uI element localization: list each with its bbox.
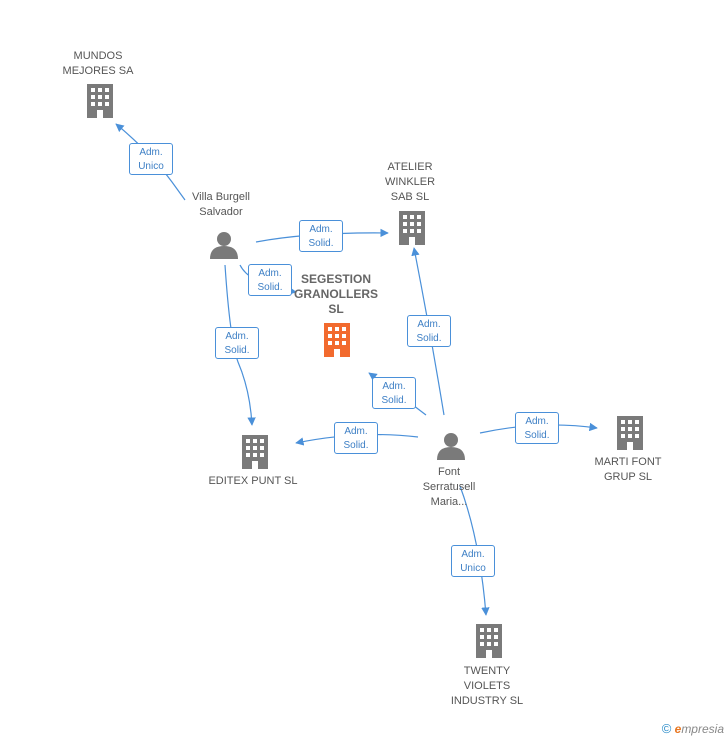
edge-label-line: Adm.	[525, 416, 549, 427]
building-icon-segestion[interactable]	[324, 323, 350, 357]
node-label-martifont[interactable]: MARTI FONT GRUP SL	[594, 456, 662, 483]
node-label-atelier[interactable]: ATELIER WINKLER SAB SL	[384, 161, 436, 203]
edge-label-font-to-segestion[interactable]: Adm. Solid.	[372, 377, 416, 409]
person-icon-villa[interactable]	[210, 232, 238, 259]
edge-label-line: Unico	[460, 563, 486, 574]
edge-label-line: Adm.	[309, 224, 333, 235]
building-icon-twenty[interactable]	[476, 624, 502, 658]
edge-label-line: Solid.	[381, 395, 407, 406]
edge-label-line: Adm.	[461, 549, 485, 560]
edge-label-line: Solid.	[308, 238, 334, 249]
building-icon-mundos[interactable]	[87, 84, 113, 118]
edge-villa-to-editex	[224, 264, 256, 426]
copyright-icon: ©	[661, 721, 672, 736]
edge-label-line: Solid.	[343, 440, 369, 451]
edge-label-font-to-twenty[interactable]: Adm. Unico	[451, 545, 495, 577]
edge-label-villa-to-segestion[interactable]: Adm. Solid.	[248, 264, 292, 296]
brand-name: mpresia	[681, 722, 724, 736]
node-label-font[interactable]: Font Serratusell Maria...	[422, 466, 476, 508]
edge-label-line: Adm.	[417, 319, 441, 330]
edge-label-villa-to-atelier[interactable]: Adm. Solid.	[299, 220, 343, 252]
node-label-twenty[interactable]: TWENTY VIOLETS INDUSTRY SL	[450, 665, 524, 707]
edge-label-line: Unico	[138, 161, 164, 172]
edge-label-line: Adm.	[382, 381, 406, 392]
edge-label-line: Solid.	[224, 345, 250, 356]
edge-label-line: Solid.	[416, 333, 442, 344]
edge-label-line: Adm.	[225, 331, 249, 342]
edge-label-font-to-martifont[interactable]: Adm. Solid.	[515, 412, 559, 444]
footer-brand: © empresia	[662, 721, 724, 736]
brand-logo-e: e	[674, 722, 682, 736]
building-icon-editex[interactable]	[242, 435, 268, 469]
node-label-mundos[interactable]: MUNDOS MEJORES SA	[62, 50, 134, 77]
edge-label-line: Adm.	[258, 268, 282, 279]
edge-label-line: Adm.	[139, 147, 163, 158]
node-label-villa[interactable]: Villa Burgell Salvador	[192, 191, 250, 218]
edge-label-villa-to-editex[interactable]: Adm. Solid.	[215, 327, 259, 359]
edge-label-line: Adm.	[344, 426, 368, 437]
edge-label-font-to-editex[interactable]: Adm. Solid.	[334, 422, 378, 454]
edge-label-line: Solid.	[257, 282, 283, 293]
node-label-segestion[interactable]: SEGESTION GRANOLLERS SL	[294, 272, 378, 316]
edge-label-villa-to-mundos[interactable]: Adm. Unico	[129, 143, 173, 175]
person-icon-font[interactable]	[437, 433, 465, 460]
building-icon-atelier[interactable]	[399, 211, 425, 245]
node-label-editex[interactable]: EDITEX PUNT SL	[208, 475, 298, 487]
building-icon-martifont[interactable]	[617, 416, 643, 450]
edge-label-font-to-atelier[interactable]: Adm. Solid.	[407, 315, 451, 347]
edge-label-line: Solid.	[524, 430, 550, 441]
